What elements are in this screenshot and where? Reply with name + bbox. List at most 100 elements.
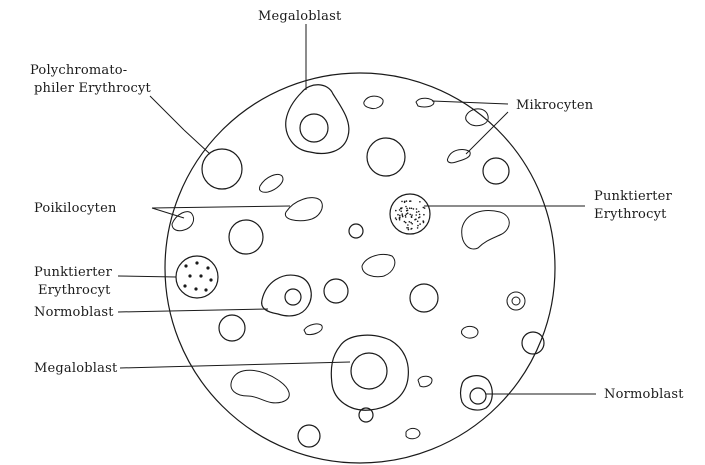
erythrocyte-cell [349,224,363,238]
stipple-dot [399,209,401,211]
stipple-dot [417,221,419,223]
leader-line-mikrocyten-1 [432,101,508,104]
stipple-dot [405,215,407,217]
label-polychromatophil-line2: philer Erythrocyt [34,81,152,96]
stipple-dot [411,223,413,225]
erythrocyte-cell [483,158,509,184]
label-megaloblast-left: Megaloblast [34,361,118,376]
stipple-dot [400,211,402,213]
label-megaloblast-top: Megaloblast [258,9,342,24]
poikilocyt-cell [304,324,322,335]
punktierter-erythrocyt-cell-left [176,256,218,298]
erythrocyte-cell [324,279,348,303]
stipple-dot [399,219,401,221]
stipple-dot [409,200,411,202]
stipple-dot [423,207,425,209]
label-normoblast-right: Normoblast [604,387,684,402]
megaloblast-cell-top [286,85,349,154]
normoblast-cell-small [507,292,525,310]
erythrocyte-cell [410,284,438,312]
stipple-dot [406,200,408,202]
mikrocyt-cell-2 [416,98,434,107]
stipple-dot [407,227,409,229]
leader-line-mikrocyten-2 [466,112,508,154]
stipple-dot [417,225,419,227]
stipple-dot [396,219,398,221]
stipple-dot [423,222,425,224]
stipple-dot [405,206,407,208]
label-polychromatophil-line1: Polychromato- [30,63,127,78]
normoblast-cell-left [262,275,312,316]
stipple-dot [409,214,411,216]
microscope-field-circle [165,73,555,463]
stipple-dot [418,217,420,219]
poikilocyt-cell [406,428,420,438]
erythrocyte-cell [522,332,544,354]
stipple-dot [411,214,413,216]
stipple-dot [411,228,413,230]
stipple-dot [405,216,407,218]
leader-line-polychromatophil [184,130,210,154]
stipple-dot [418,211,420,213]
punktierter-erythrocyt-cell-right [390,194,430,234]
stipple-dot [414,219,416,221]
mikrocyt-cell-1 [364,96,383,108]
stipple-dot [402,215,404,217]
stipple-dot [401,201,403,203]
stipple-dot [416,211,418,213]
polychromatophil-pointer [150,96,184,130]
stipple-dot [409,207,411,209]
stipple-dot [404,221,406,223]
stipple-dot [397,214,399,216]
stipple-dot [411,216,413,218]
label-punktierter-right-line1: Punktierter [594,189,673,204]
label-poikilocyten: Poikilocyten [34,201,117,216]
label-normoblast-left: Normoblast [34,305,114,320]
label-mikrocyten: Mikrocyten [516,98,594,113]
poikilocyt-cell [172,212,194,231]
stipple-dot [395,210,397,212]
stipple-dot [406,208,408,210]
leader-line-poikilocyten-2 [152,206,290,208]
leader-line-megaloblast-left [120,362,350,368]
erythrocyte-cell [202,149,242,189]
poikilocyt-cell [461,326,478,338]
label-punktierter-left-line2: Erythrocyt [38,283,111,298]
stipple-dot [399,215,401,217]
leader-line-poikilocyten-1 [152,208,184,218]
stipple-dot [417,227,419,229]
stipple-dot [419,223,421,225]
erythrocyte-cell [298,425,320,447]
stipple-dot [419,201,421,203]
stipple-dot [419,214,421,216]
label-punktierter-left-line1: Punktierter [34,265,113,280]
stipple-dot [405,222,407,224]
stipple-dot [407,224,409,226]
megaloblast-cell-center [331,335,408,410]
stipple-dot [399,216,401,218]
stipple-dot [415,214,417,216]
erythrocyte-cell [229,220,263,254]
mikrocyt-cell-4 [447,150,470,163]
stipple-dot [406,213,408,215]
poikilocyt-cell [462,211,510,249]
stipple-dot [423,214,425,216]
poikilocyt-cell [231,370,289,403]
stipple-dot [409,221,411,223]
stipple-dot [404,201,406,203]
poikilocyt-cell [418,376,432,387]
stipple-dot [411,208,413,210]
erythrocyte-cell [219,315,245,341]
stipple-dot [395,217,397,219]
erythrocyte-cell [367,138,405,176]
label-punktierter-right-line2: Erythrocyt [594,207,667,222]
stipple-dot [408,229,410,231]
leader-line-punktierter-left [118,276,176,277]
stipple-dot [410,222,412,224]
poikilocyt-cell [362,254,395,276]
leader-line-normoblast-left [118,309,268,312]
stipple-dot [416,208,418,210]
stipple-dot [400,208,402,210]
